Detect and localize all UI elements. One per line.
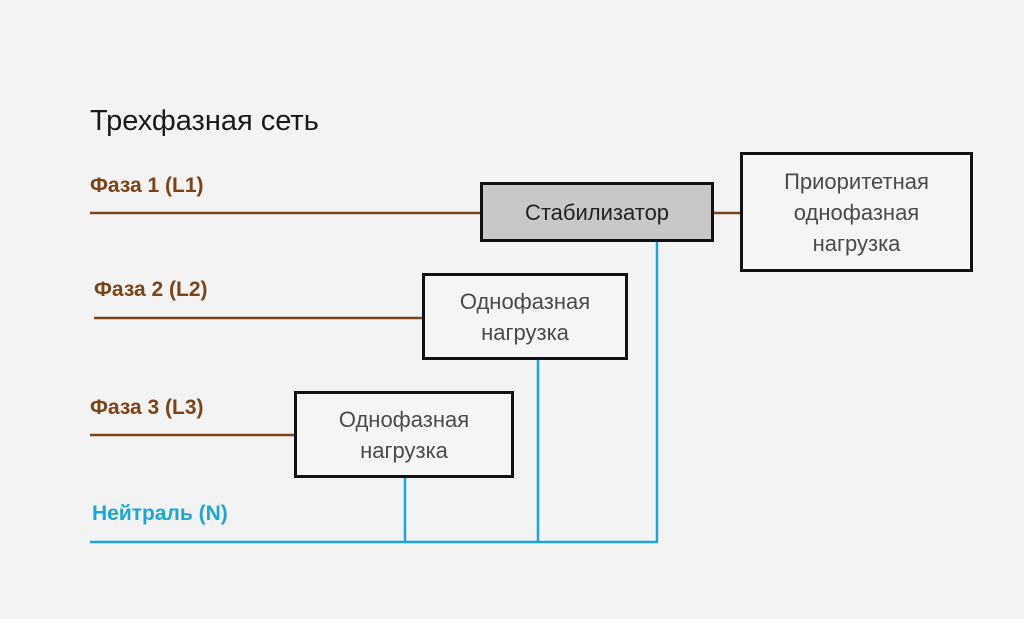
- load-l2-label: Однофазная нагрузка: [459, 288, 591, 345]
- phase-3-label: Фаза 3 (L3): [90, 396, 204, 419]
- load-l3-box: Однофазная нагрузка: [294, 391, 514, 478]
- priority-load-box: Приоритетная однофазная нагрузка: [740, 152, 973, 272]
- neutral-label: Нейтраль (N): [92, 502, 228, 525]
- priority-load-label: Приоритетная однофазная нагрузка: [784, 168, 929, 256]
- phase-2-label: Фаза 2 (L2): [94, 278, 208, 301]
- stabilizer-label: Стабилизатор: [524, 199, 670, 225]
- diagram-title: Трехфазная сеть: [90, 105, 319, 137]
- load-l3-label: Однофазная нагрузка: [338, 406, 470, 463]
- phase-1-label: Фаза 1 (L1): [90, 174, 204, 197]
- stabilizer-box: Стабилизатор: [480, 182, 714, 242]
- load-l2-box: Однофазная нагрузка: [422, 273, 628, 360]
